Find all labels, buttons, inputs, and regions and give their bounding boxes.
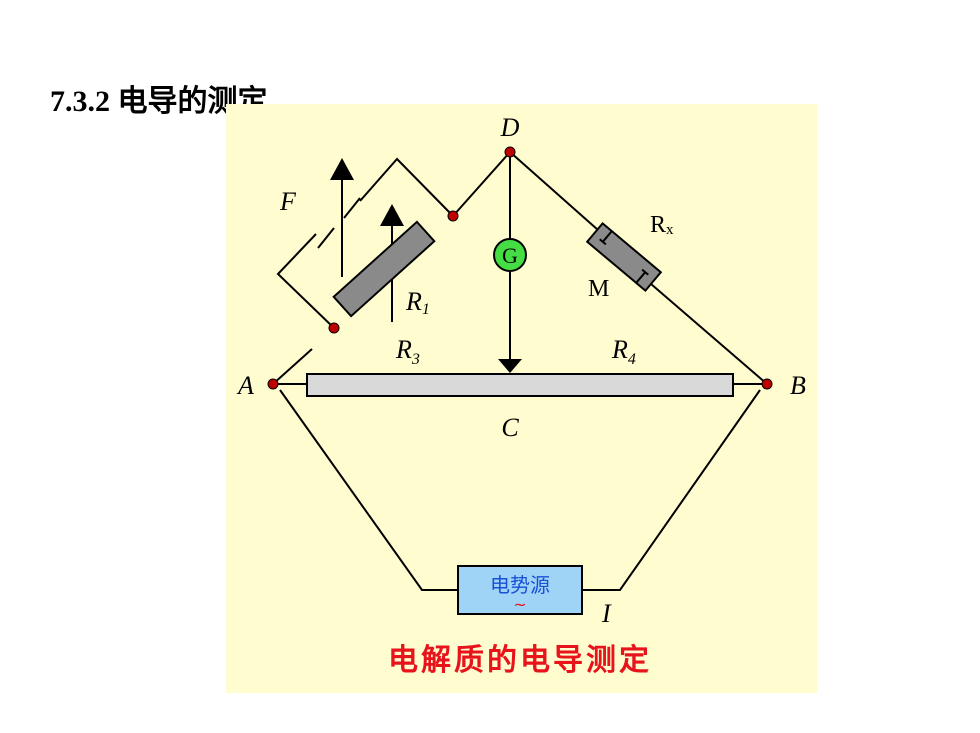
label-a: A bbox=[236, 371, 254, 400]
slide-contact-arrow-icon bbox=[498, 359, 522, 373]
capacitor-plate-left bbox=[317, 227, 335, 249]
label-c: C bbox=[501, 413, 519, 442]
bridge-wires bbox=[272, 151, 768, 591]
node-r1-top-dot bbox=[447, 210, 459, 222]
label-f: F bbox=[279, 187, 297, 216]
wire-source-to-b bbox=[582, 389, 761, 591]
slide-wire bbox=[306, 373, 734, 397]
wire-a-to-r1 bbox=[272, 348, 313, 385]
node-a-dot bbox=[267, 378, 279, 390]
diagram-labels: D A B C F I R1 R3 R4 Rx M bbox=[236, 113, 806, 628]
power-source-label: 电势源 bbox=[490, 573, 550, 597]
wire-a-to-source bbox=[279, 389, 458, 591]
wheatstone-bridge-diagram: G 电势源 ~ D A B C F I R1 R3 R4 Rx M 电解质的电导… bbox=[236, 113, 806, 678]
wire-capacitor-right bbox=[359, 157, 454, 217]
resistor-variable-arrow-icon bbox=[380, 204, 404, 226]
node-b-dot bbox=[761, 378, 773, 390]
label-rx: Rx bbox=[650, 212, 674, 238]
capacitor-plate-right bbox=[343, 197, 361, 219]
diagram-caption: 电解质的电导测定 bbox=[388, 643, 652, 678]
galvanometer-icon bbox=[493, 238, 527, 272]
node-dots bbox=[267, 146, 773, 390]
node-r1-bottom-dot bbox=[328, 322, 340, 334]
label-r1: R1 bbox=[405, 287, 430, 318]
ac-symbol-icon: ~ bbox=[513, 595, 526, 614]
cell-electrode-left bbox=[602, 230, 613, 243]
label-m: M bbox=[588, 276, 609, 302]
bridge-diagram-panel: G 电势源 ~ D A B C F I R1 R3 R4 Rx M 电解质的电导… bbox=[226, 104, 817, 693]
galvanometer: G bbox=[493, 238, 527, 272]
capacitor-variable-arrow-icon bbox=[330, 158, 354, 180]
galvanometer-label: G bbox=[502, 243, 518, 268]
power-source-box bbox=[457, 565, 583, 615]
label-current-i: I bbox=[601, 599, 612, 628]
power-source: 电势源 ~ bbox=[457, 565, 583, 615]
wire-d-to-rx bbox=[509, 151, 599, 231]
wire-capacitor-left bbox=[276, 233, 335, 329]
cell-electrode-right bbox=[635, 271, 646, 284]
resistor-r1 bbox=[332, 220, 436, 318]
label-d: D bbox=[500, 113, 520, 142]
label-b: B bbox=[790, 371, 806, 400]
node-d-dot bbox=[504, 146, 516, 158]
conductance-cell-rx bbox=[585, 221, 663, 293]
wire-r1-to-d bbox=[452, 151, 511, 217]
label-r4: R4 bbox=[611, 335, 636, 368]
label-r3: R3 bbox=[395, 335, 420, 368]
wire-rx-to-b bbox=[650, 283, 768, 385]
